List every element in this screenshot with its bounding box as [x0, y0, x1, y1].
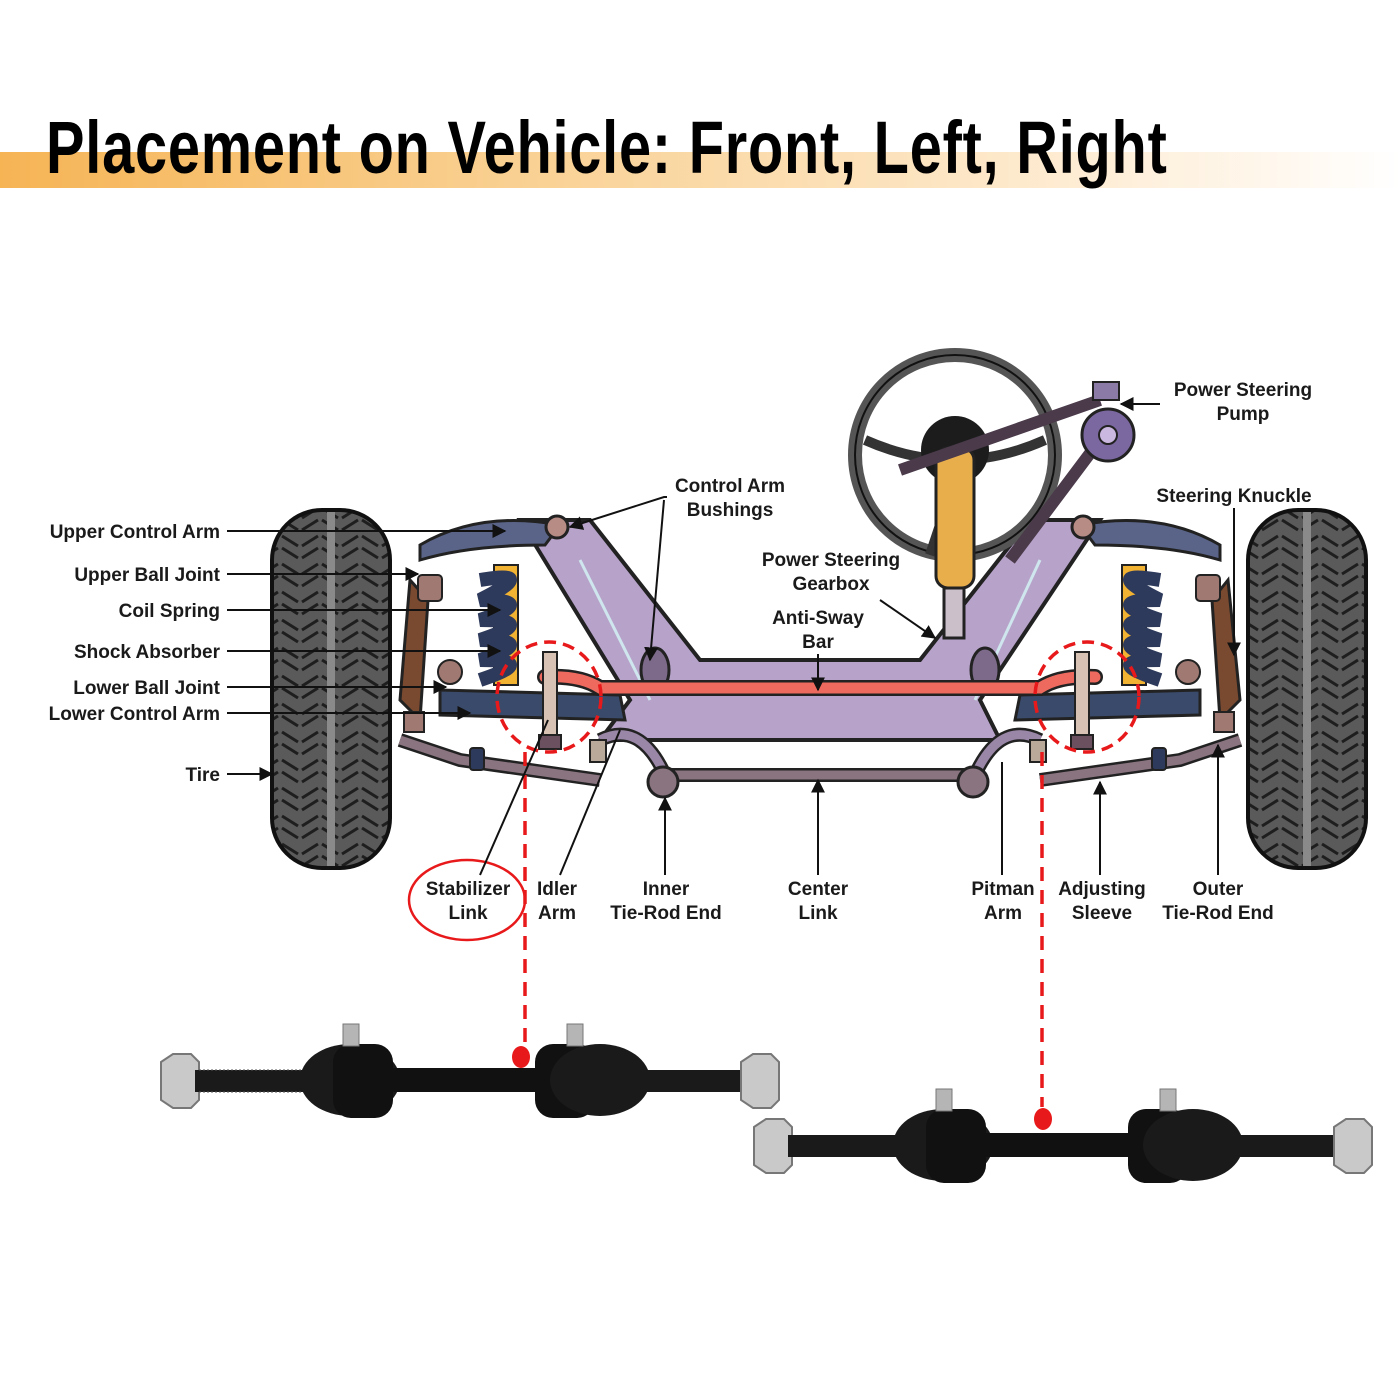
label-power-steering-pump-1: Power Steering — [1174, 380, 1312, 401]
coil-spring-right — [1121, 564, 1164, 687]
label-power-steering-gearbox-2: Gearbox — [792, 574, 870, 595]
label-power-steering-gearbox-1: Power Steering — [762, 550, 900, 571]
callout-dot-left — [512, 1046, 530, 1068]
label-control-arm-bushings-2: Bushings — [687, 500, 774, 521]
upper-control-arm-right — [1077, 519, 1222, 563]
stabilizer-link-highlight — [407, 858, 527, 942]
pitman-arm — [970, 730, 1043, 777]
lower-control-arm-left — [438, 688, 627, 722]
product-stabilizer-link-left — [160, 1023, 780, 1118]
label-idler-arm-1: Idler — [537, 879, 578, 900]
highlight-circle-right — [1033, 640, 1141, 754]
label-outer-tie-rod-end-1: Outer — [1193, 879, 1244, 900]
product-stabilizer-link-right — [753, 1088, 1373, 1183]
label-lower-control-arm: Lower Control Arm — [49, 704, 220, 725]
label-stabilizer-link-2: Link — [448, 903, 487, 924]
label-center-link-2: Link — [798, 903, 837, 924]
label-lower-ball-joint: Lower Ball Joint — [73, 678, 220, 699]
callout-dot-right — [1034, 1108, 1052, 1130]
idler-arm — [597, 730, 670, 777]
label-inner-tie-rod-end-2: Tie-Rod End — [610, 903, 722, 924]
label-pitman-arm-1: Pitman — [971, 879, 1034, 900]
label-steering-knuckle: Steering Knuckle — [1156, 486, 1311, 507]
label-pitman-arm-2: Arm — [984, 903, 1022, 924]
label-center-link-1: Center — [788, 879, 849, 900]
label-stabilizer-link-1: Stabilizer — [426, 879, 511, 900]
stabilizer-link-diagram-left — [538, 651, 562, 750]
label-idler-arm-2: Arm — [538, 903, 576, 924]
stabilizer-link-diagram-right — [1070, 651, 1094, 750]
label-control-arm-bushings-1: Control Arm — [675, 476, 785, 497]
label-adjusting-sleeve-1: Adjusting — [1058, 879, 1146, 900]
coil-spring-left — [476, 564, 519, 687]
tire-left — [270, 508, 392, 870]
page-title: Placement on Vehicle: Front, Left, Right — [46, 106, 1168, 189]
label-coil-spring: Coil Spring — [119, 601, 220, 622]
power-steering-pump — [898, 381, 1136, 564]
highlight-circle-left — [495, 640, 603, 754]
leader-lines — [227, 397, 1241, 876]
label-adjusting-sleeve-2: Sleeve — [1072, 903, 1132, 924]
tie-rod-left — [398, 735, 601, 785]
label-inner-tie-rod-end-1: Inner — [643, 879, 690, 900]
label-anti-sway-bar-1: Anti-Sway — [772, 608, 864, 629]
label-anti-sway-bar-2: Bar — [802, 632, 834, 653]
tire-right — [1246, 508, 1368, 870]
title-accent-band — [0, 152, 1400, 188]
label-power-steering-pump-2: Pump — [1217, 404, 1270, 425]
label-outer-tie-rod-end-2: Tie-Rod End — [1162, 903, 1274, 924]
label-upper-control-arm: Upper Control Arm — [50, 522, 220, 543]
label-upper-ball-joint: Upper Ball Joint — [74, 565, 220, 586]
label-tire: Tire — [185, 765, 220, 786]
label-shock-absorber: Shock Absorber — [74, 642, 221, 663]
